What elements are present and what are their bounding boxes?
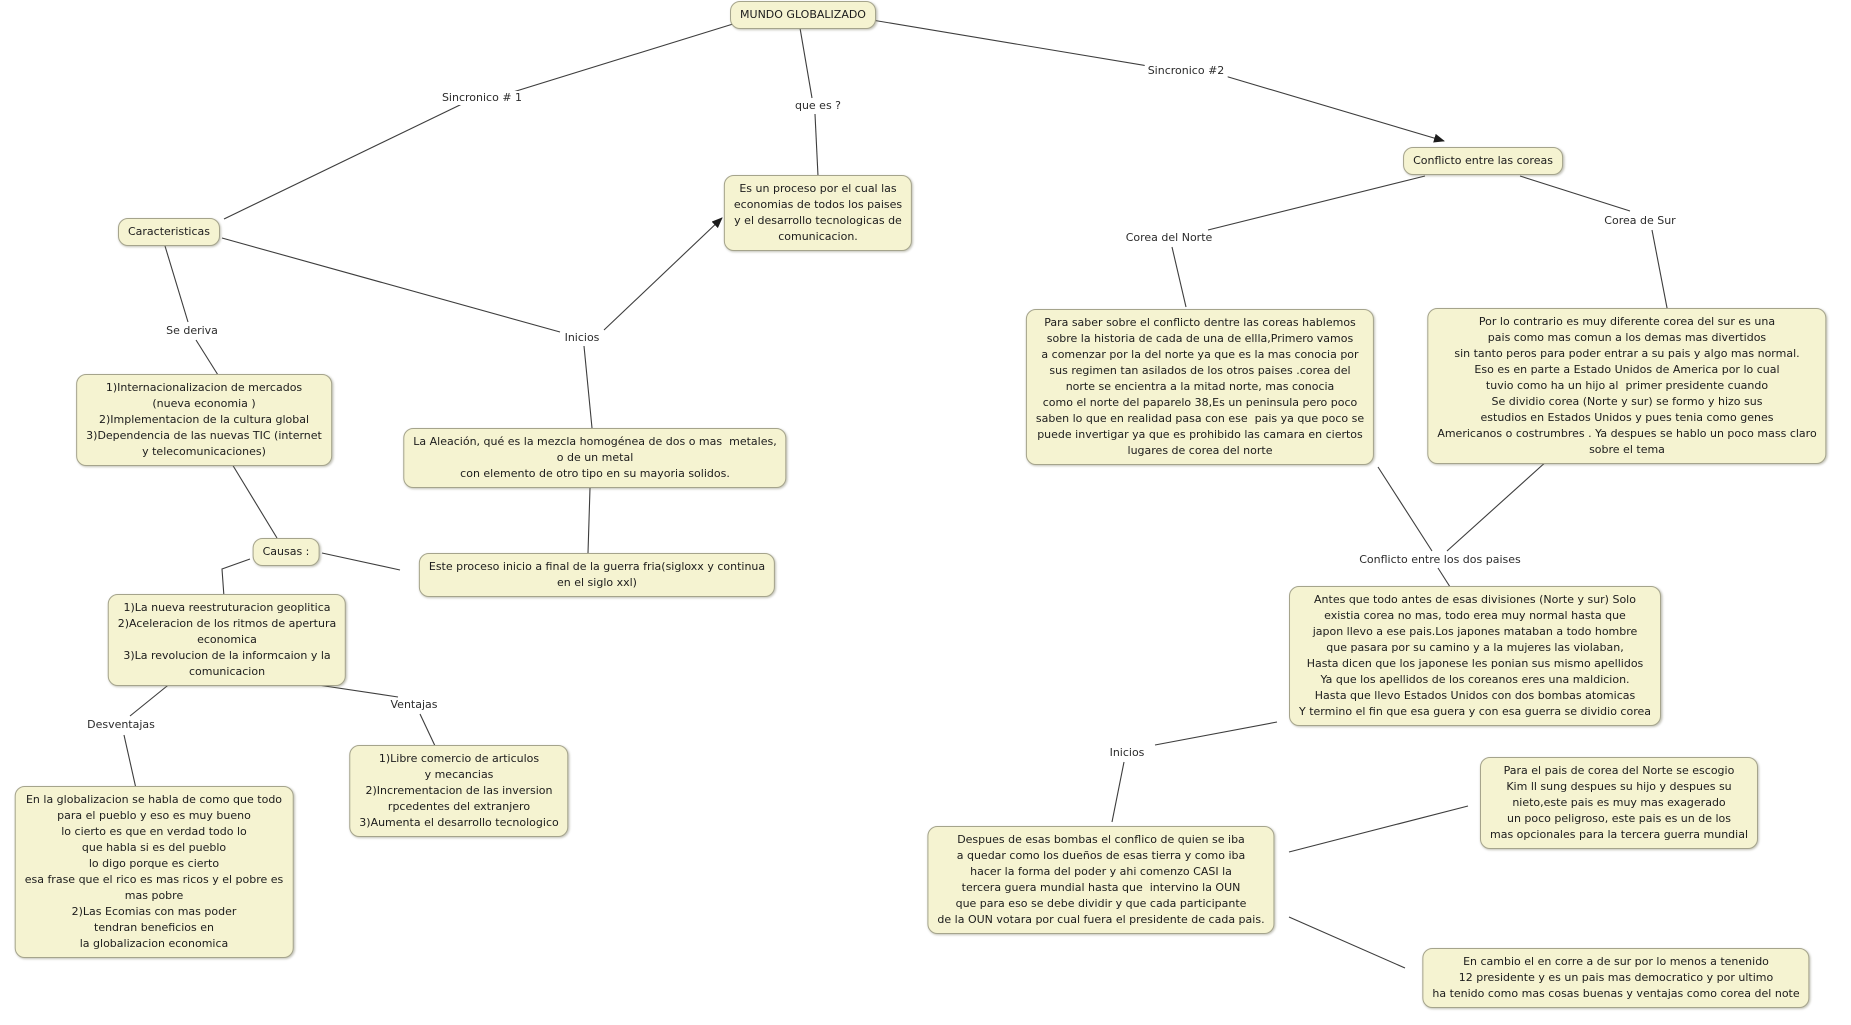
concept-node-causas-lista[interactable]: 1)La nueva reestruturacion geoplitica 2)… bbox=[107, 594, 347, 686]
line-conflicto-coreas-to-corea-sur bbox=[1519, 175, 1631, 212]
line-aleacion-to-guerra-fria bbox=[587, 487, 591, 554]
line-mundo-to-que-es bbox=[799, 27, 813, 99]
line-despues-box-to-sur-presidentes bbox=[1288, 916, 1406, 969]
line-inicios1-to-aleacion bbox=[583, 345, 593, 429]
line-mundo-to-sincronico2 bbox=[871, 19, 1161, 69]
link-label-inicios-2[interactable]: Inicios bbox=[1106, 746, 1148, 760]
line-ventajas-to-ventajas-box bbox=[419, 713, 437, 749]
link-label-desventajas[interactable]: Desventajas bbox=[84, 718, 158, 732]
line-caracteristicas-to-se-deriva bbox=[164, 245, 189, 323]
line-caracteristicas-to-inicios1 bbox=[221, 237, 561, 333]
concept-node-mundo-globalizado[interactable]: MUNDO GLOBALIZADO bbox=[730, 1, 876, 29]
line-norte-box-to-conflicto-dos bbox=[1377, 466, 1433, 552]
concept-node-guerra-fria[interactable]: Este proceso inicio a final de la guerra… bbox=[418, 553, 776, 597]
concept-node-antes-de-la-division[interactable]: Antes que todo antes de esas divisiones … bbox=[1289, 586, 1661, 726]
link-label-corea-de-sur[interactable]: Corea de Sur bbox=[1601, 214, 1679, 228]
line-inicios2-to-despues-box bbox=[1111, 761, 1125, 823]
concept-node-conflicto-entre-las-coreas[interactable]: Conflicto entre las coreas bbox=[1403, 147, 1563, 175]
link-label-conflicto-entre-los-dos-paises[interactable]: Conflicto entre los dos paises bbox=[1356, 553, 1524, 567]
line-causas-to-causas-lista bbox=[221, 558, 251, 598]
concept-node-despues-de-las-bombas[interactable]: Despues de esas bombas el conflico de qu… bbox=[927, 826, 1275, 934]
link-label-se-deriva[interactable]: Se deriva bbox=[163, 324, 221, 338]
line-que-es-to-definicion bbox=[814, 113, 819, 177]
line-sincronico2-to-conflicto-coreas bbox=[1224, 75, 1445, 143]
line-mundo-to-sincronico1 bbox=[499, 23, 734, 97]
concept-node-kim-il-sung[interactable]: Para el pais de corea del Norte se escog… bbox=[1479, 757, 1759, 849]
concept-node-derivados-lista[interactable]: 1)Internacionalizacion de mercados (nuev… bbox=[76, 374, 332, 466]
concept-node-caracteristicas[interactable]: Caracteristicas bbox=[117, 218, 221, 246]
link-label-ventajas[interactable]: Ventajas bbox=[387, 698, 441, 712]
line-se-deriva-to-derivados bbox=[195, 339, 219, 376]
link-label-sincronico-1[interactable]: Sincronico # 1 bbox=[438, 91, 526, 105]
concept-node-aleacion[interactable]: La Aleación, qué es la mezcla homogénea … bbox=[403, 428, 787, 488]
line-sur-box-to-conflicto-dos bbox=[1446, 459, 1549, 552]
line-causas-to-guerra-fria bbox=[321, 552, 401, 571]
concept-node-causas[interactable]: Causas : bbox=[252, 538, 320, 566]
concept-node-corea-del-norte-texto[interactable]: Para saber sobre el conflicto dentre las… bbox=[1025, 309, 1375, 465]
line-conflicto-coreas-to-corea-norte bbox=[1207, 175, 1426, 231]
line-antes-box-to-inicios2 bbox=[1154, 721, 1278, 746]
link-label-sincronico-2[interactable]: Sincronico #2 bbox=[1144, 64, 1228, 78]
line-despues-box-to-kim-box bbox=[1288, 805, 1469, 853]
link-label-que-es[interactable]: que es ? bbox=[791, 99, 845, 113]
link-label-inicios-1[interactable]: Inicios bbox=[561, 331, 603, 345]
line-causas-lista-to-desventajas bbox=[129, 681, 173, 717]
line-sincronico1-to-caracteristicas bbox=[223, 103, 463, 220]
line-inicios1-to-definicion bbox=[603, 217, 723, 331]
concept-node-definicion-globalizacion[interactable]: Es un proceso por el cual las economias … bbox=[723, 175, 913, 251]
concept-node-sur-presidentes[interactable]: En cambio el en corre a de sur por lo me… bbox=[1422, 948, 1810, 1008]
link-label-corea-del-norte[interactable]: Corea del Norte bbox=[1122, 231, 1216, 245]
line-corea-norte-to-norte-box bbox=[1171, 246, 1187, 308]
concept-node-ventajas-lista[interactable]: 1)Libre comercio de articulos y mecancia… bbox=[349, 745, 569, 837]
concept-node-corea-del-sur-texto[interactable]: Por lo contrario es muy diferente corea … bbox=[1427, 308, 1827, 464]
line-derivados-to-causas bbox=[231, 463, 278, 539]
line-corea-sur-to-sur-box bbox=[1651, 229, 1669, 314]
concept-node-desventajas-texto[interactable]: En la globalizacion se habla de como que… bbox=[14, 786, 294, 958]
line-desventajas-to-desventajas-box bbox=[123, 734, 138, 794]
